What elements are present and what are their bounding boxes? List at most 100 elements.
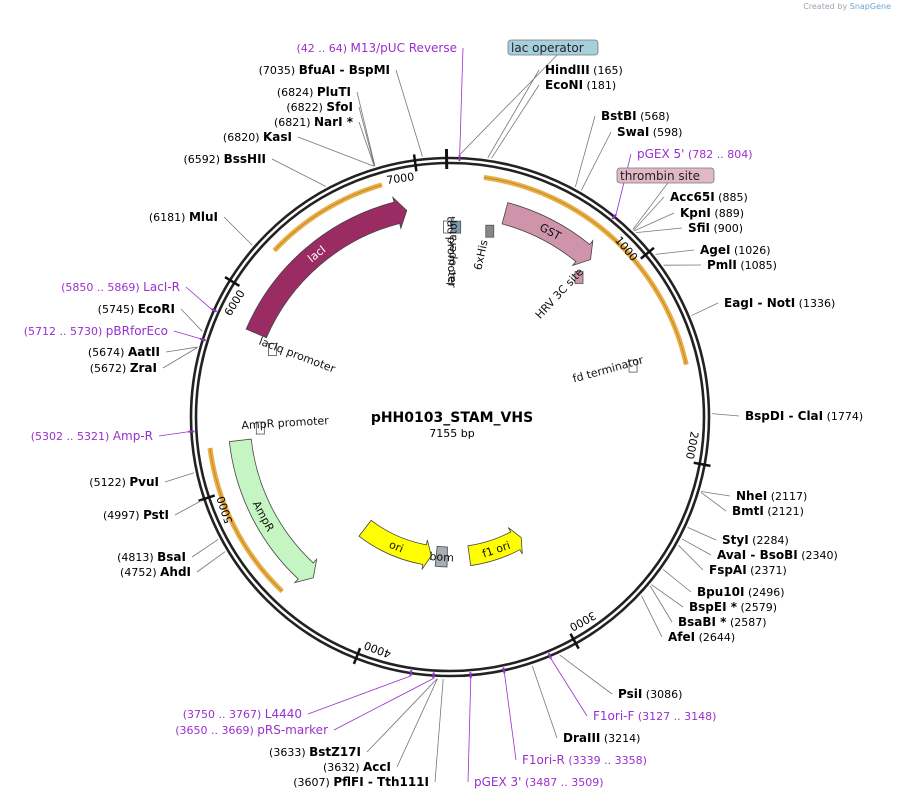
label-sfoi: (6822) SfoI [286, 100, 353, 114]
label-styi: StyI (2284) [722, 533, 789, 547]
label-coord-pgex-3-: (3487 .. 3509) [521, 776, 603, 789]
label-m13-puc-reverse: (42 .. 64) M13/pUC Reverse [296, 41, 457, 55]
leader-50 [467, 678, 472, 783]
label-coord-pflfi: (3607) [293, 776, 333, 789]
backbone-outer [189, 156, 711, 678]
leader-20 [185, 286, 212, 310]
label-kpni: KpnI (889) [680, 206, 744, 220]
label-coord-bfuai: (7035) [259, 64, 299, 77]
label-econi: EcoNI (181) [545, 78, 616, 92]
leader-3 [487, 69, 540, 158]
label-name-pgex-5-: pGEX 5' [637, 147, 684, 161]
label-coord-pvui: (5122) [89, 476, 129, 489]
label-name-acc65i: Acc65I [670, 190, 715, 204]
label-coord-bspei-: (2579) [737, 601, 777, 614]
label-name-agei: AgeI [700, 243, 730, 257]
label-coord-fspai: (2371) [747, 564, 787, 577]
label-bspdi: BspDI - ClaI (1774) [745, 409, 863, 423]
label-acc65i: Acc65I (885) [670, 190, 748, 204]
leader-1 [458, 47, 565, 156]
leader-17 [223, 216, 253, 246]
label-eagi: EagI - NotI (1336) [724, 296, 835, 310]
label-name-prs-marker: pRS-marker [257, 723, 328, 737]
label-psii: PsiI (3086) [618, 687, 682, 701]
label-coord-psii: (3086) [642, 688, 682, 701]
leader-5 [356, 91, 376, 167]
label-nhei: NheI (2117) [736, 489, 807, 503]
label-coord-sfii: (900) [710, 222, 743, 235]
leader-14 [633, 196, 665, 231]
label-bfuai: (7035) BfuAI - BspMI [259, 63, 390, 77]
tick-7000 [412, 154, 418, 172]
leader-6 [358, 106, 375, 167]
small-feature-lac-operator [452, 220, 462, 234]
label-coord-acci: (3632) [323, 761, 363, 774]
label-nari-: (6821) NarI * [274, 115, 354, 129]
label-name-pgex-3-: pGEX 3' [474, 775, 521, 789]
label-coord-m13-puc-reverse: (42 .. 64) [296, 42, 350, 55]
leader-0 [459, 47, 464, 156]
label-name2-pflfi: Tth111I [377, 775, 429, 789]
leader-35 [191, 539, 219, 558]
label-sfii: SfiI (900) [688, 221, 743, 235]
leader-32 [687, 527, 717, 541]
label-coord-pmli: (1085) [737, 259, 777, 272]
tick-label-6000: 6000 [222, 288, 248, 319]
label-psti: (4997) PstI [103, 508, 169, 522]
small-feature-ampr-promoter [255, 421, 265, 435]
label-coord-ahdi: (4752) [120, 566, 160, 579]
snapgene-brand: SnapGene [849, 2, 891, 11]
label-name-kasi: KasI [263, 130, 292, 144]
label-coord-psti: (4997) [103, 509, 143, 522]
tick-3000 [569, 633, 580, 650]
label-name-sfoi: SfoI [326, 100, 353, 114]
leader-36 [196, 551, 226, 573]
label-prs-marker: (3650 .. 3669) pRS-marker [175, 723, 328, 737]
leader-47 [504, 673, 517, 761]
label-lac-operator: lac operator [511, 41, 584, 55]
label-name-pflfi: PflFI - [333, 775, 377, 789]
leader-28 [164, 472, 195, 483]
labels-layer: (42 .. 64) M13/pUC Reverse lac operator (7… [24, 39, 863, 789]
label-mlui: (6181) MluI [149, 210, 218, 224]
label-coord-sfoi: (6822) [286, 101, 326, 114]
label-name-aatii: AatII [128, 345, 160, 359]
label-draiii: DraIII (3214) [563, 731, 640, 745]
label-afei: AfeI (2644) [668, 630, 735, 644]
label-name2-bfuai: BspMI [349, 63, 390, 77]
label-name-pluti: PluTI [317, 85, 351, 99]
label-name-psti: PstI [143, 508, 169, 522]
primer-mark-11 [611, 213, 617, 220]
backbone-inner [194, 161, 706, 673]
label-coord-f1ori-f: (3127 .. 3148) [634, 710, 716, 723]
label-name-pmli: PmlI [707, 258, 737, 272]
label-name-mlui: MluI [189, 210, 218, 224]
leader-lines-layer [158, 47, 740, 783]
leader-18 [655, 249, 695, 255]
label-name2-eagi: NotI [767, 296, 796, 310]
primer-mark-23 [199, 337, 207, 342]
label-name-amp-r: Amp-R [113, 429, 153, 443]
label-name-nhei: NheI [736, 489, 767, 503]
leader-31 [174, 500, 202, 516]
label-name-f1ori-r: F1ori-R [522, 753, 565, 767]
label-name-bmti: BmtI [732, 504, 764, 518]
label-fspai: FspAI (2371) [709, 563, 787, 577]
leader-49 [434, 678, 444, 783]
label-ecori: (5745) EcoRI [98, 302, 175, 316]
label-pflfi: (3607) PflFI - Tth111I [293, 775, 429, 789]
label-coord-avai: (2340) [798, 549, 838, 562]
label-coord-pluti: (6824) [277, 86, 317, 99]
leader-26 [711, 413, 740, 417]
label-name-f1ori-f: F1ori-F [593, 709, 634, 723]
leader-33 [681, 538, 712, 556]
tick-4000 [352, 647, 362, 665]
tick-5000 [198, 494, 216, 502]
small-feature-fd-terminator [628, 359, 638, 373]
tick-1000 [640, 246, 655, 260]
label-name-bspdi: BspDI - [745, 409, 798, 423]
feature-laci [245, 196, 408, 339]
label-kasi: (6820) KasI [223, 130, 292, 144]
label-coord-afei: (2644) [695, 631, 735, 644]
